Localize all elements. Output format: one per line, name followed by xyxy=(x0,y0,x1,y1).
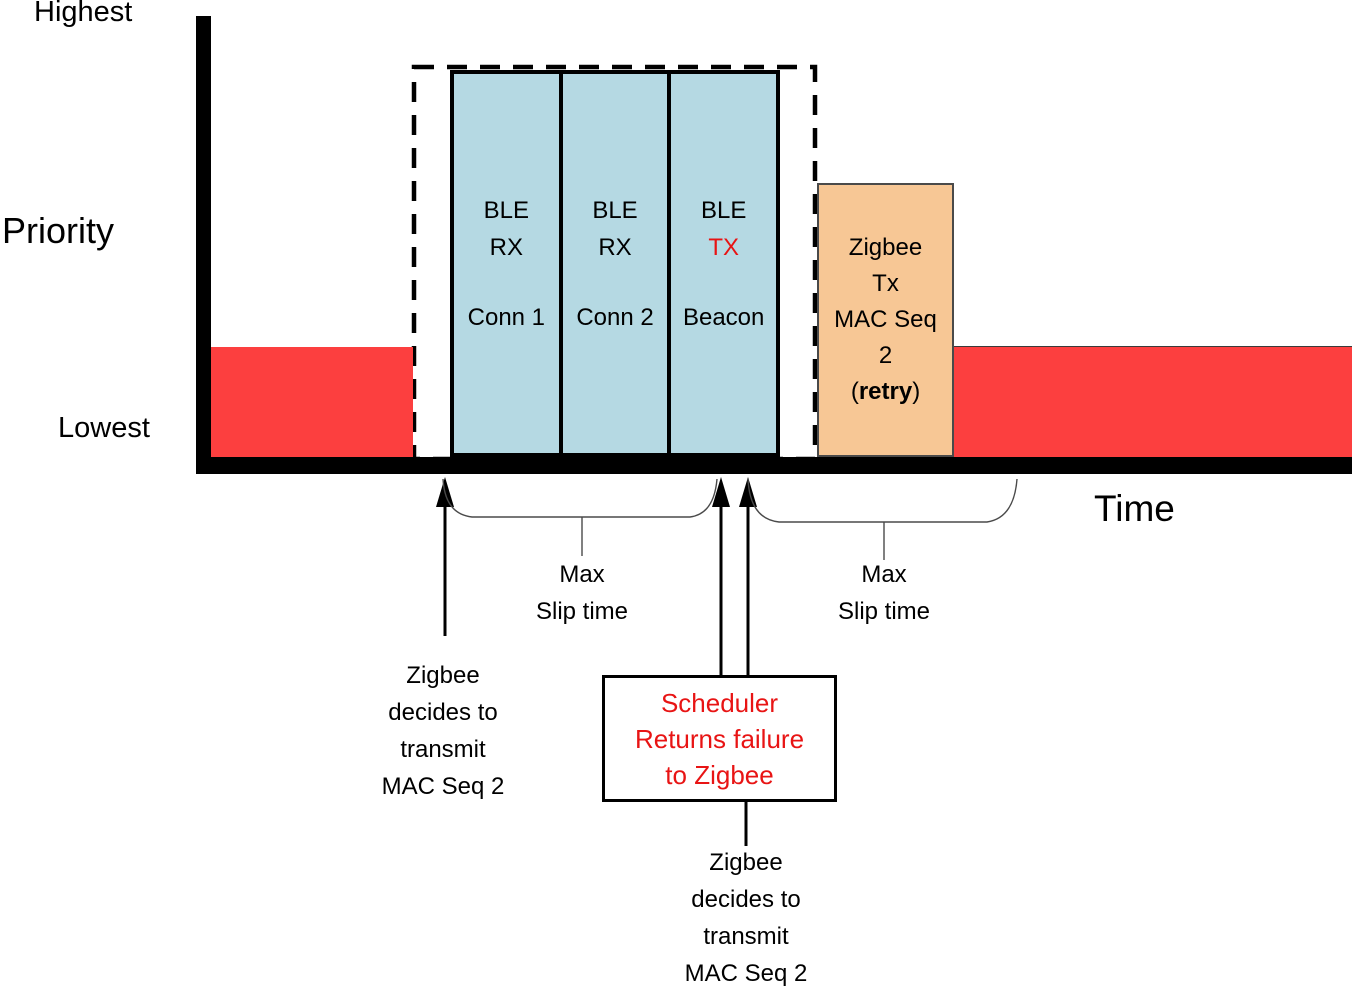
zigbee-block-line: 2 xyxy=(878,342,893,369)
ble-block-sublabel: Conn 2 xyxy=(576,304,654,331)
ble-block-group: BLE RX Conn 1 BLE RX Conn 2 BLE TX Beaco… xyxy=(450,70,781,457)
priority-axis-line xyxy=(196,16,211,474)
scheduler-arrow-right xyxy=(739,477,757,676)
scheduler-failure-box: Scheduler Returns failure to Zigbee xyxy=(602,675,837,802)
zigbee-decides-label-left: Zigbee decides to transmit MAC Seq 2 xyxy=(381,662,505,800)
zigbee-request-arrow-left xyxy=(436,477,454,636)
ble-block-label: BLE TX xyxy=(700,197,747,261)
ble-block-label: BLE RX xyxy=(483,197,530,261)
zigbee-block-retry-line: (retry) xyxy=(850,378,921,405)
max-slip-brace-right xyxy=(747,478,1018,560)
max-slip-label-right: Max Slip time xyxy=(837,561,931,625)
zigbee-block-line: Zigbee xyxy=(848,234,923,261)
ble-rx-conn1-block: BLE RX Conn 1 xyxy=(450,70,563,457)
low-priority-block-right xyxy=(954,346,1352,457)
low-priority-block-left xyxy=(211,347,413,457)
priority-axis-label: Priority xyxy=(2,210,115,251)
ble-block-sublabel: Conn 1 xyxy=(467,304,546,331)
zigbee-decides-label-bottom: Zigbee decides to transmit MAC Seq 2 xyxy=(684,849,808,987)
ble-block-label: BLE RX xyxy=(592,197,638,261)
time-axis-line xyxy=(196,457,1352,474)
ble-block-sublabel: Beacon xyxy=(682,304,765,331)
max-slip-label-left: Max Slip time xyxy=(535,561,629,625)
zigbee-tx-retry-block: Zigbee Tx MAC Seq 2 (retry) xyxy=(817,183,954,457)
lowest-priority-label: Lowest xyxy=(58,412,150,444)
scheduler-arrow-left xyxy=(712,477,730,676)
time-axis-label: Time xyxy=(1094,488,1175,529)
max-slip-brace-left xyxy=(442,478,718,556)
highest-priority-label: Highest xyxy=(34,0,133,28)
zigbee-block-line: MAC Seq xyxy=(834,306,937,333)
ble-rx-conn2-block: BLE RX Conn 2 xyxy=(558,70,672,457)
ble-tx-beacon-block: BLE TX Beacon xyxy=(667,70,781,457)
zigbee-block-line: Tx xyxy=(872,270,899,297)
